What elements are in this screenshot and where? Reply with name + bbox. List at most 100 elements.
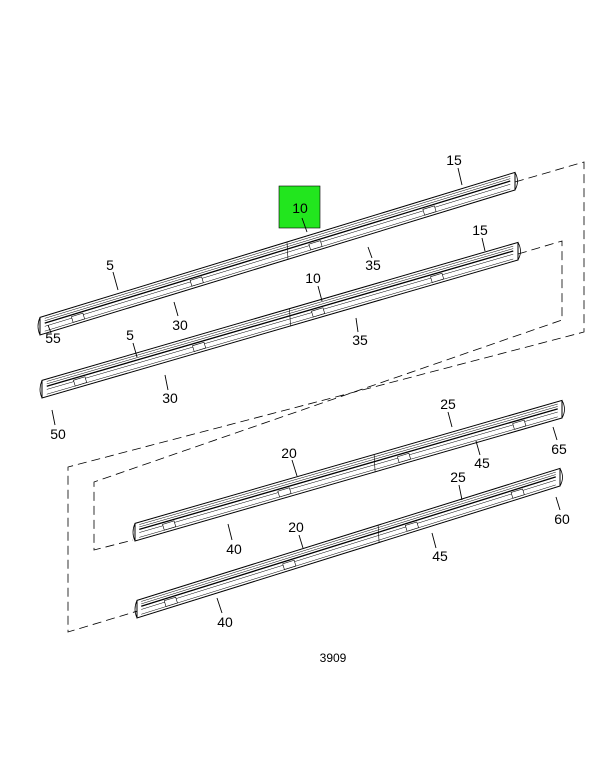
callout-40[interactable]: 40 [226, 523, 242, 557]
rail-end-cap [37, 317, 41, 336]
callout-15[interactable]: 15 [472, 222, 488, 252]
callout-25[interactable]: 25 [440, 396, 456, 428]
callout-label[interactable]: 20 [281, 445, 297, 461]
callout-30[interactable]: 30 [172, 301, 188, 333]
clip-slot [71, 312, 85, 323]
clip-slot [73, 376, 88, 387]
callout-label[interactable]: 60 [554, 511, 570, 527]
leader-line [51, 409, 56, 426]
callout-label[interactable]: 5 [106, 257, 114, 273]
rail-joint [286, 241, 289, 260]
callout-label[interactable]: 65 [551, 441, 567, 457]
callout-35[interactable]: 35 [352, 317, 368, 348]
leader-line [164, 374, 169, 391]
callout-label[interactable]: 10 [305, 270, 321, 286]
clip-slot [308, 240, 323, 251]
clip-slot [404, 521, 419, 532]
callout-5[interactable]: 5 [106, 257, 119, 291]
callout-50[interactable]: 50 [50, 409, 66, 442]
clip-slot [510, 488, 525, 499]
callout-label[interactable]: 40 [217, 614, 233, 630]
callout-25[interactable]: 25 [450, 469, 466, 501]
clip-slot [397, 452, 411, 463]
rail-part-4[interactable] [134, 467, 563, 619]
callout-40[interactable]: 40 [216, 597, 233, 630]
callout-label[interactable]: 50 [50, 426, 66, 442]
callout-10[interactable]: 10 [292, 200, 308, 233]
leader-line [355, 317, 359, 333]
callout-15[interactable]: 15 [446, 152, 463, 186]
clip-slot [430, 272, 445, 283]
callout-label[interactable]: 15 [446, 152, 462, 168]
leader-line [552, 426, 558, 441]
figure-number: 3909 [320, 651, 347, 665]
leader-line [291, 459, 298, 477]
callout-45[interactable]: 45 [474, 440, 490, 471]
leader-line [301, 217, 308, 233]
callout-label[interactable]: 30 [172, 317, 188, 333]
clip-slot [192, 341, 207, 352]
callout-label[interactable]: 40 [226, 541, 242, 557]
callout-5[interactable]: 5 [126, 327, 138, 358]
callout-label[interactable]: 10 [292, 200, 308, 216]
rail-end-cap [39, 380, 43, 399]
leader-line [475, 440, 481, 456]
leader-line [317, 285, 323, 302]
callout-label[interactable]: 25 [450, 469, 466, 485]
clip-slot [163, 596, 178, 607]
callout-label[interactable]: 5 [126, 327, 134, 343]
leader-line [112, 271, 119, 291]
callout-30[interactable]: 30 [162, 374, 178, 406]
rail-part-3[interactable] [132, 399, 565, 542]
callout-label[interactable]: 15 [472, 222, 488, 238]
leader-line [47, 324, 52, 334]
clip-slot [311, 307, 326, 318]
rail-end-cap [517, 242, 521, 261]
leader-line [457, 167, 463, 186]
rail-end-cap [514, 172, 518, 191]
clip-slot [282, 559, 297, 570]
leader-line [298, 534, 304, 549]
callout-65[interactable]: 65 [551, 426, 567, 457]
callout-label[interactable]: 45 [432, 548, 448, 564]
rail-end-cap [134, 600, 138, 619]
rail-joint [377, 525, 380, 543]
callout-45[interactable]: 45 [431, 532, 448, 564]
leader-line [555, 496, 561, 511]
highlighted-callout-box[interactable] [278, 185, 321, 229]
clip-slot [512, 419, 527, 430]
callout-label[interactable]: 55 [45, 330, 61, 346]
rail-joint [373, 454, 376, 473]
leader-line [132, 342, 138, 358]
leader-line [173, 301, 179, 317]
callout-55[interactable]: 55 [45, 324, 61, 346]
callout-label[interactable]: 25 [440, 396, 456, 412]
callout-20[interactable]: 20 [288, 519, 304, 549]
inner-assembly-outline [93, 240, 563, 551]
callout-35[interactable]: 35 [365, 246, 381, 273]
clip-slot [189, 276, 204, 287]
rail-part-2[interactable] [39, 241, 521, 399]
clip-slot [422, 205, 437, 216]
callout-label[interactable]: 45 [474, 455, 490, 471]
callout-label[interactable]: 35 [365, 257, 381, 273]
outer-assembly-outline [67, 161, 585, 633]
rail-end-cap [561, 400, 565, 419]
callout-label[interactable]: 35 [352, 332, 368, 348]
leader-line [447, 411, 453, 428]
rail-joint [289, 308, 291, 327]
rail-end-cap [132, 523, 136, 542]
callout-label[interactable]: 30 [162, 390, 178, 406]
rail-part-1[interactable] [37, 171, 518, 336]
callout-label[interactable]: 20 [288, 519, 304, 535]
callout-60[interactable]: 60 [554, 496, 570, 527]
leader-line [367, 246, 373, 259]
callout-20[interactable]: 20 [281, 445, 298, 477]
leader-line [216, 597, 223, 614]
callout-10[interactable]: 10 [305, 270, 323, 302]
leader-line [458, 484, 463, 501]
leader-line [431, 532, 437, 549]
clip-slot [277, 487, 292, 498]
